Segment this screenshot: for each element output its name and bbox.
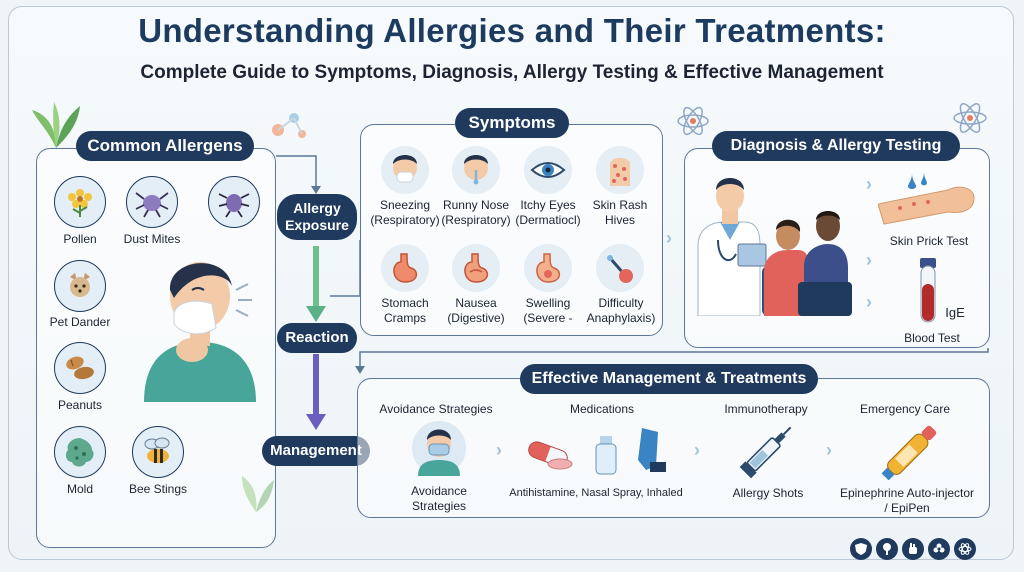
sneezing-man-illustration	[144, 262, 256, 402]
tree-icon	[876, 538, 898, 560]
breathing-difficulty-icon	[596, 244, 644, 292]
allergen-label-dust-mites: Dust Mites	[123, 232, 181, 246]
medications-caption: Antihistamine, Nasal Spray, Inhaled	[509, 487, 683, 499]
symptom-stomach-l1: Stomach	[381, 296, 429, 310]
blood-test-label: Blood Test	[904, 331, 960, 345]
mold-icon	[54, 426, 106, 478]
emergency-caption: Epinephrine Auto-injector / EpiPen	[832, 486, 982, 516]
masked-person-icon	[412, 421, 466, 476]
sneezing-icon	[381, 146, 429, 194]
symptom-swelling-l2: (Severe -	[523, 311, 573, 325]
stomach-icon	[381, 244, 429, 292]
allergen-label-pollen: Pollen	[63, 232, 97, 246]
page-subtitle: Complete Guide to Symptoms, Diagnosis, A…	[140, 62, 884, 83]
symptom-sneezing-l2: (Respiratory)	[370, 213, 440, 227]
emergency-caption-l1: Epinephrine Auto-injector	[839, 486, 975, 500]
flow-management: Management	[262, 436, 370, 466]
symptom-runny-nose: Runny Nose (Respiratory)	[436, 198, 516, 228]
arrow-right-icon: ›	[496, 440, 502, 460]
skin-rash-icon	[596, 146, 644, 194]
management-connector	[355, 348, 989, 374]
nausea-icon	[452, 244, 500, 292]
symptom-runny-nose-l2: (Respiratory)	[441, 213, 511, 227]
symptoms-connector	[330, 240, 361, 297]
skin-prick-arm-illustration	[878, 172, 975, 225]
symptom-sneezing: Sneezing (Respiratory)	[365, 198, 445, 228]
eye-icon	[524, 146, 572, 194]
peanuts-icon	[54, 342, 106, 394]
blood-tube-icon	[920, 258, 936, 323]
symptom-skin-rash-l1: Skin Rash	[592, 198, 648, 212]
medications-title: Medications	[569, 402, 635, 416]
symptom-itchy-eyes: Itchy Eyes (Dermatiocl)	[508, 198, 588, 228]
syringe-icon	[739, 426, 792, 479]
symptom-difficulty-l2: Anaphylaxis)	[586, 311, 656, 325]
symptom-runny-nose-l1: Runny Nose	[442, 198, 510, 212]
runny-nose-icon	[452, 146, 500, 194]
allergen-label-pet-dander: Pet Dander	[49, 315, 111, 329]
medications-icon	[528, 428, 666, 475]
flow-allergy-exposure: Allergy Exposure	[277, 194, 357, 240]
symptom-skin-rash: Skin Rash Hives	[580, 198, 660, 228]
avoidance-caption: Avoidance Strategies	[399, 484, 479, 514]
arrow-right-icon: ›	[866, 292, 872, 312]
symptom-stomach-l2: Cramps	[383, 311, 426, 325]
arrow-right-icon: ›	[866, 174, 872, 194]
epipen-icon	[881, 425, 937, 480]
symptom-nausea-l1: Nausea	[455, 296, 497, 310]
bee-icon	[132, 426, 184, 478]
flow-connector	[276, 155, 326, 430]
flow-reaction: Reaction	[277, 323, 357, 353]
flower-icon	[928, 538, 950, 560]
shield-icon	[850, 538, 872, 560]
allergen-label-bee-stings: Bee Stings	[128, 482, 188, 496]
symptom-sneezing-l1: Sneezing	[379, 198, 431, 212]
emergency-care-title: Emergency Care	[859, 402, 951, 416]
swelling-icon	[524, 244, 572, 292]
allergen-label-mold: Mold	[66, 482, 93, 496]
tick-icon	[208, 176, 260, 228]
hand-icon	[902, 538, 924, 560]
allergen-label-peanuts: Peanuts	[57, 398, 103, 412]
atom-icon	[677, 106, 709, 136]
symptom-difficulty: Difficulty Anaphylaxis)	[576, 296, 666, 326]
symptom-difficulty-l1: Difficulty	[598, 296, 644, 310]
symptom-itchy-eyes-l1: Itchy Eyes	[520, 198, 576, 212]
molecule-icon	[272, 113, 306, 138]
allergens-heading: Common Allergens	[76, 131, 254, 161]
pollen-icon	[54, 176, 106, 228]
flow-exposure-line1: Allergy	[293, 200, 341, 216]
dust-mite-icon	[126, 176, 178, 228]
management-heading: Effective Management & Treatments	[520, 364, 818, 394]
symptom-nausea: Nausea (Digestive)	[436, 296, 516, 326]
symptoms-heading: Symptoms	[455, 108, 569, 138]
avoidance-caption-l2: Strategies	[411, 499, 467, 513]
arrow-right-icon: ›	[826, 440, 832, 460]
arrow-right-icon: ›	[866, 250, 872, 270]
ige-label: IgE	[945, 305, 965, 320]
symptom-swelling: Swelling (Severe -	[508, 296, 588, 326]
arrow-right-icon: ›	[694, 440, 700, 460]
immunotherapy-caption: Allergy Shots	[732, 486, 804, 500]
symptom-itchy-eyes-l2: (Dermatiocl)	[515, 213, 581, 227]
flow-exposure-line2: Exposure	[285, 217, 349, 233]
symptom-stomach-cramps: Stomach Cramps	[365, 296, 445, 326]
skin-prick-test-label: Skin Prick Test	[889, 234, 969, 248]
doctor-patient-illustration	[697, 178, 852, 316]
avoidance-caption-l1: Avoidance	[411, 484, 467, 498]
atom-small-icon	[954, 538, 976, 560]
emergency-caption-l2: / EpiPen	[884, 501, 930, 515]
diagnosis-heading: Diagnosis & Allergy Testing	[712, 131, 960, 161]
leaf-icon	[32, 102, 80, 148]
symptom-skin-rash-l2: Hives	[604, 213, 635, 227]
arrow-right-icon: ›	[666, 228, 672, 248]
page-title: Understanding Allergies and Their Treatm…	[138, 12, 886, 49]
symptom-swelling-l1: Swelling	[525, 296, 571, 310]
avoidance-title: Avoidance Strategies	[379, 402, 493, 416]
pet-dander-icon	[54, 260, 106, 312]
symptom-nausea-l2: (Digestive)	[447, 311, 505, 325]
immunotherapy-title: Immunotherapy	[724, 402, 808, 416]
atom-icon	[953, 103, 987, 133]
